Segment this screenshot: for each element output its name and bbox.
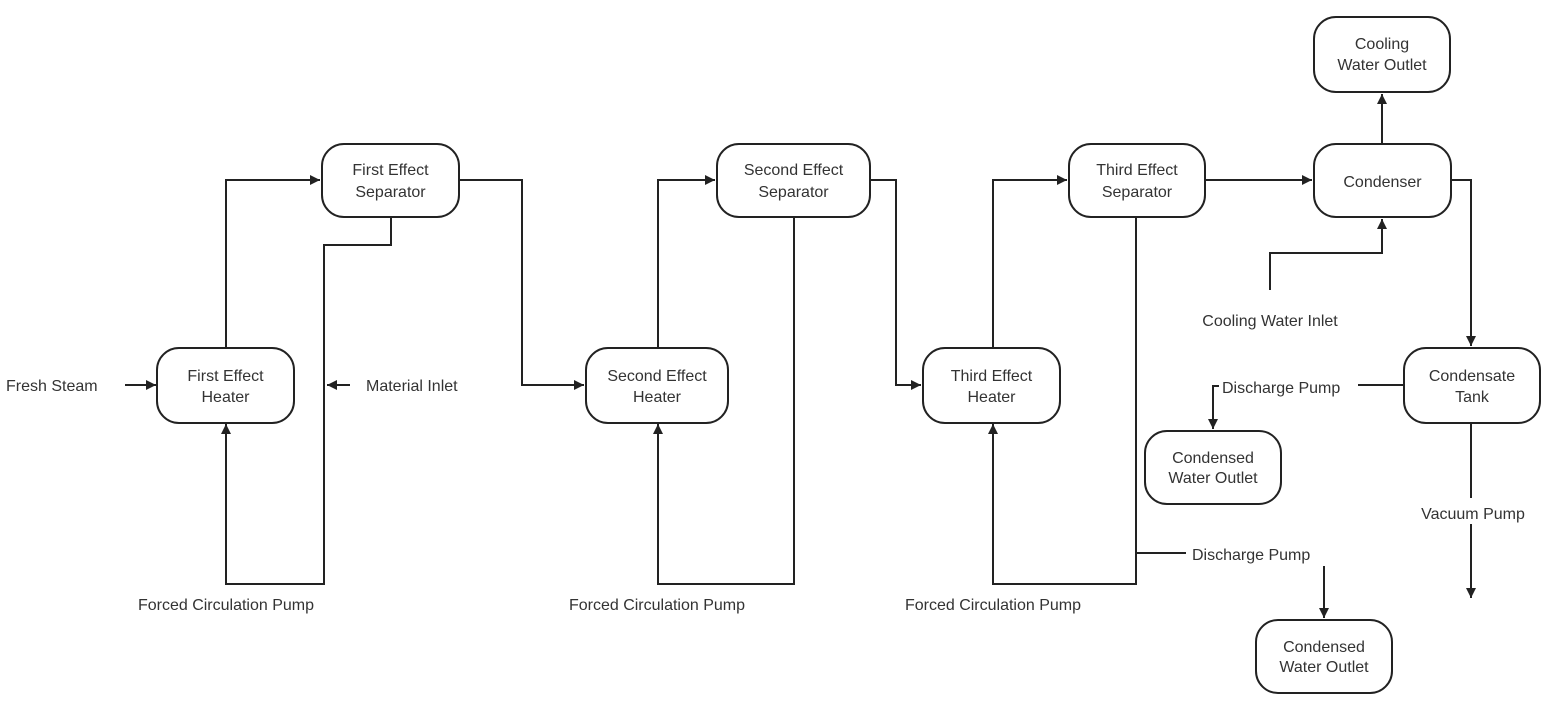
edge-discharge-to-upper-outlet: [1208, 385, 1219, 429]
node-label-line: Third Effect: [951, 368, 1033, 385]
edge-condenser-to-condensate-tank: [1451, 179, 1476, 346]
node-label-line: Condensed: [1283, 639, 1365, 656]
edge-third-heater-to-third-separator: [992, 175, 1067, 348]
node-label-line: Water Outlet: [1279, 659, 1369, 676]
node-second-effect-separator: Second Effect Separator: [716, 143, 871, 218]
edges: [125, 94, 1476, 618]
node-condensed-water-outlet-upper: Condensed Water Outlet: [1144, 430, 1282, 505]
edge-second-separator-to-third-heater: [870, 179, 921, 390]
labels: Fresh Steam Material Inlet Forced Circul…: [6, 313, 1525, 614]
node-first-effect-separator: First Effect Separator: [321, 143, 460, 218]
node-label-line: Cooling: [1355, 36, 1409, 53]
label-material-inlet: Material Inlet: [366, 378, 458, 395]
node-second-effect-heater: Second Effect Heater: [585, 347, 729, 424]
node-label-line: Separator: [758, 184, 829, 201]
node-label-line: First Effect: [187, 368, 264, 385]
label-fresh-steam: Fresh Steam: [6, 378, 98, 395]
label-discharge-pump-upper: Discharge Pump: [1222, 380, 1340, 397]
node-first-effect-heater: First Effect Heater: [156, 347, 295, 424]
edge-first-heater-to-first-separator: [225, 175, 320, 348]
node-third-effect-separator: Third Effect Separator: [1068, 143, 1206, 218]
node-label-line: Condensed: [1172, 450, 1254, 467]
node-condensed-water-outlet-lower: Condensed Water Outlet: [1255, 619, 1393, 694]
label-vacuum-pump: Vacuum Pump: [1421, 506, 1525, 523]
node-label-line: Water Outlet: [1337, 57, 1427, 74]
label-forced-circulation-pump-3: Forced Circulation Pump: [905, 597, 1081, 614]
node-condensate-tank: Condensate Tank: [1403, 347, 1541, 424]
label-forced-circulation-pump-1: Forced Circulation Pump: [138, 597, 314, 614]
node-label-line: Condensate: [1429, 368, 1515, 385]
nodes: First Effect Heater First Effect Separat…: [156, 16, 1541, 694]
edge-cooling-inlet-to-condenser: [1269, 219, 1387, 290]
node-label-line: Second Effect: [607, 368, 707, 385]
node-label-line: Condenser: [1343, 174, 1422, 191]
node-label-line: Heater: [633, 389, 682, 406]
label-cooling-water-inlet: Cooling Water Inlet: [1202, 313, 1338, 330]
label-forced-circulation-pump-2: Forced Circulation Pump: [569, 597, 745, 614]
node-label-line: Heater: [201, 389, 250, 406]
node-condenser: Condenser: [1313, 143, 1452, 218]
edge-third-circulation-loop: [988, 217, 1137, 585]
node-third-effect-heater: Third Effect Heater: [922, 347, 1061, 424]
node-label-line: Separator: [1102, 184, 1173, 201]
edge-first-separator-to-second-heater: [459, 179, 584, 390]
edge-second-circulation-loop: [653, 217, 795, 585]
node-cooling-water-outlet: Cooling Water Outlet: [1313, 16, 1451, 93]
node-label-line: Tank: [1455, 389, 1490, 406]
node-label-line: Separator: [355, 184, 426, 201]
label-discharge-pump-lower: Discharge Pump: [1192, 547, 1310, 564]
node-label-line: Heater: [967, 389, 1016, 406]
edge-second-heater-to-second-separator: [657, 175, 715, 348]
node-label-line: First Effect: [352, 162, 429, 179]
node-label-line: Third Effect: [1096, 162, 1178, 179]
node-label-line: Second Effect: [744, 162, 844, 179]
node-label-line: Water Outlet: [1168, 470, 1258, 487]
edge-first-circulation-loop: [221, 217, 392, 585]
